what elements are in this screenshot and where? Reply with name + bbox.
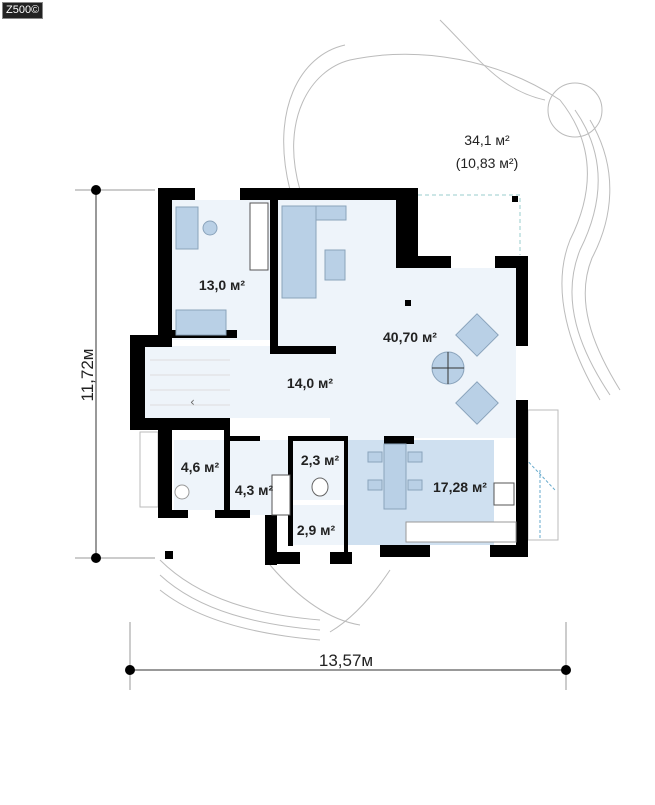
room-area-kitchen: 17,28 м² <box>433 479 487 495</box>
svg-text:‹: ‹ <box>190 395 195 409</box>
room-area-study: 13,0 м² <box>199 277 245 293</box>
furniture: ‹ <box>150 202 517 543</box>
room-area-wc: 2,3 м² <box>301 452 340 468</box>
walls <box>130 188 528 565</box>
terrace-area: 34,1 м² <box>464 132 510 148</box>
terrace-outline <box>139 19 621 641</box>
room-area-vestibule: 4,3 м² <box>235 482 274 498</box>
terrace-covered-area: (10,83 м²) <box>456 155 519 171</box>
room-area-living: 40,70 м² <box>383 329 437 345</box>
dimension-height: 11,72м <box>78 349 97 402</box>
dimension-width: 13,57м <box>319 651 373 670</box>
logo: Z500© <box>2 2 44 19</box>
room-area-boiler: 4,6 м² <box>181 459 220 475</box>
room-area-hall: 14,0 м² <box>287 375 333 391</box>
dimension-lines <box>75 185 571 690</box>
room-area-bathroom: 2,9 м² <box>297 522 336 538</box>
